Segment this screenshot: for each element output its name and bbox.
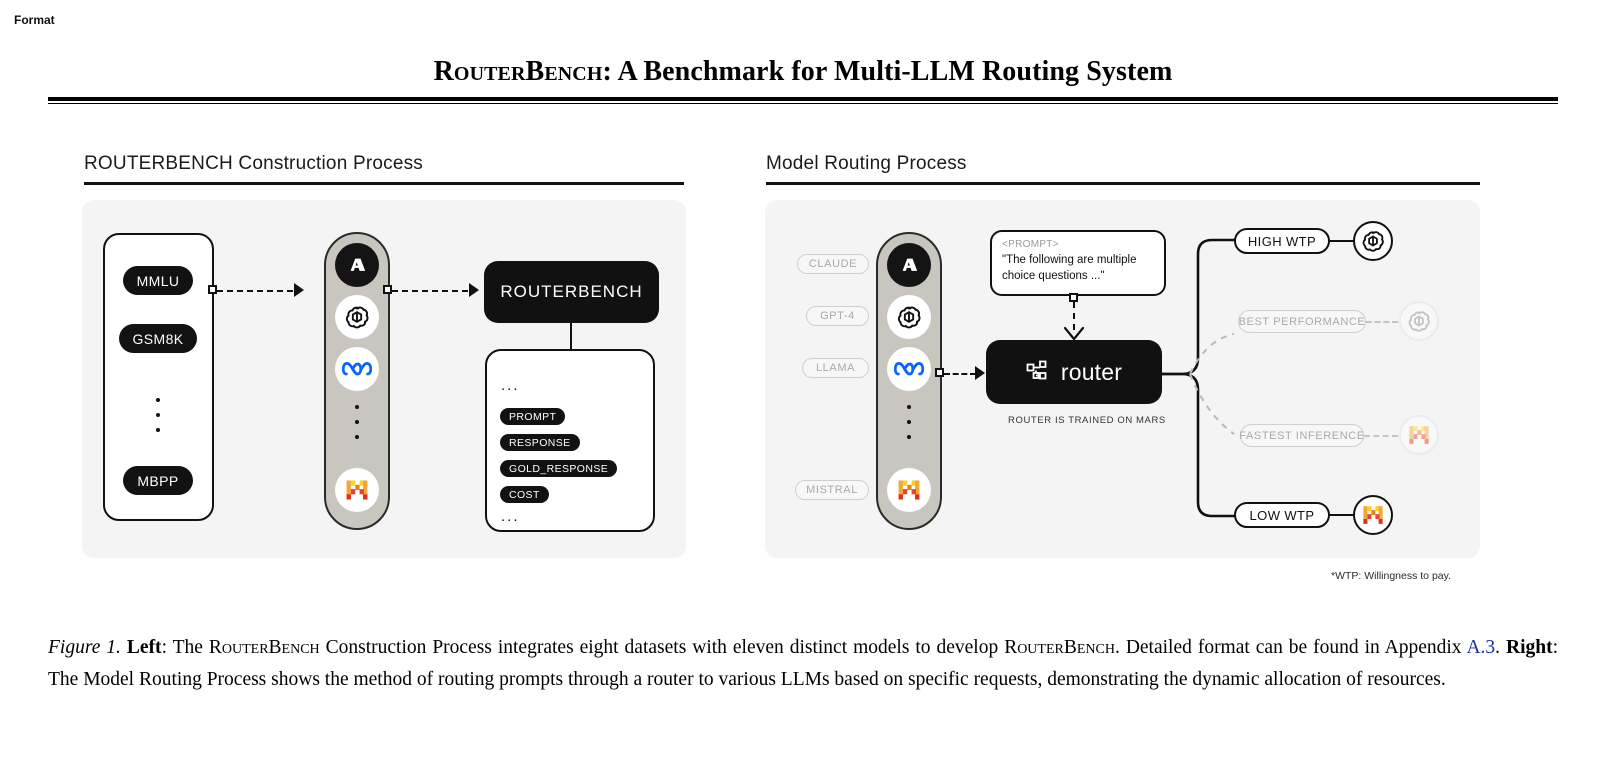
left-panel-divider <box>84 182 684 185</box>
connector-output-to-format <box>570 323 572 350</box>
openai-logo <box>335 295 379 339</box>
right-panel-divider <box>766 182 1480 185</box>
connector-models-to-output <box>392 290 468 292</box>
model-label-llama: LLAMA <box>802 358 869 378</box>
mistral-logo <box>335 468 379 512</box>
title-divider-thick <box>48 97 1558 101</box>
model-label-gpt4: GPT-4 <box>806 306 869 326</box>
caption-sc-1: RouterBench <box>208 637 320 658</box>
connector-node-models-right <box>935 368 944 377</box>
format-top-ellipsis: ... <box>501 377 520 394</box>
format-field-prompt: PROMPT <box>500 408 566 425</box>
title-divider-thin <box>48 103 1558 104</box>
caption-right-text: : The Model Routing Process shows the me… <box>48 637 1559 690</box>
caption-left-label: Left <box>126 637 162 658</box>
page-title-prefix: RouterBench <box>433 56 603 87</box>
openai-logo-high-wtp <box>1353 221 1393 261</box>
router-caption: ROUTER IS TRAINED ON MARS <box>1008 415 1166 426</box>
caption-right-label: Right <box>1506 637 1553 658</box>
dataset-chip-mbpp[interactable]: MBPP <box>123 466 193 495</box>
anthropic-logo-right <box>887 243 931 287</box>
arrow-models-to-output-icon <box>469 283 479 297</box>
format-bottom-ellipsis: ... <box>501 508 520 525</box>
mistral-logo-fastest-inference <box>1399 415 1439 455</box>
meta-logo-right <box>887 347 931 391</box>
figure-label: Figure 1. <box>48 637 121 658</box>
caption-left-text-c: . Detailed format can be found in Append… <box>1114 637 1467 658</box>
routerbench-output-box: ROUTERBENCH <box>484 261 659 323</box>
prompt-bubble: <PROMPT> "The following are multiple cho… <box>990 230 1166 296</box>
caption-left-text-a: : The <box>161 637 209 658</box>
caption-after-link: . <box>1495 637 1506 658</box>
anthropic-logo <box>335 243 379 287</box>
figure-caption: Figure 1. Left: The RouterBench Construc… <box>48 632 1558 695</box>
datasets-ellipsis-icon <box>156 398 160 432</box>
dataset-chip-mmlu[interactable]: MMLU <box>123 266 193 295</box>
branch-pill-fastest-inference[interactable]: FASTEST INFERENCE <box>1239 424 1364 447</box>
mistral-logo-low-wtp <box>1353 495 1393 535</box>
router-branch-lines <box>1160 238 1236 518</box>
wtp-footnote: *WTP: Willingness to pay. <box>1331 570 1452 582</box>
connector-node-datasets <box>208 285 217 294</box>
models-ellipsis-icon <box>355 405 359 439</box>
branch-line-high-wtp <box>1329 240 1355 242</box>
router-label: router <box>1060 358 1123 385</box>
model-label-mistral: MISTRAL <box>795 480 869 500</box>
prompt-tag: <PROMPT> <box>1002 239 1059 250</box>
right-panel-heading: Model Routing Process <box>766 153 967 174</box>
dataset-chip-gsm8k[interactable]: GSM8K <box>119 324 197 353</box>
branch-pill-high-wtp[interactable]: HIGH WTP <box>1234 228 1330 254</box>
connector-node-models <box>383 285 392 294</box>
arrow-prompt-to-router-icon <box>1063 326 1085 341</box>
branch-pill-low-wtp[interactable]: LOW WTP <box>1234 502 1330 528</box>
format-box-title: Format <box>14 13 55 27</box>
format-field-response: RESPONSE <box>500 434 580 451</box>
branch-line-best-performance <box>1366 321 1398 323</box>
caption-left-text-b: Construction Process integrates eight da… <box>319 637 1005 658</box>
appendix-link[interactable]: A.3 <box>1466 637 1496 658</box>
model-label-claude: CLAUDE <box>797 254 869 274</box>
prompt-text: "The following are multiple choice quest… <box>1002 254 1137 282</box>
branch-line-fastest-inference <box>1364 435 1398 437</box>
openai-logo-best-performance <box>1399 301 1439 341</box>
openai-logo-right <box>887 295 931 339</box>
format-field-gold-response: GOLD_RESPONSE <box>500 460 618 477</box>
arrow-datasets-to-models-icon <box>294 283 304 297</box>
caption-sc-2: RouterBench <box>1004 637 1115 658</box>
page-title: RouterBench: A Benchmark for Multi-LLM R… <box>48 56 1558 88</box>
connector-node-prompt <box>1069 293 1078 302</box>
branch-line-low-wtp <box>1329 514 1355 516</box>
mistral-logo-right <box>887 468 931 512</box>
connector-models-to-router <box>944 373 976 375</box>
branch-pill-best-performance[interactable]: BEST PERFORMANCE <box>1238 310 1366 333</box>
arrow-models-to-router-icon <box>975 366 985 380</box>
router-box: router <box>986 340 1162 404</box>
connector-datasets-to-models <box>217 290 293 292</box>
left-panel-heading: ROUTERBENCH Construction Process <box>84 153 423 174</box>
models-ellipsis-right-icon <box>907 405 911 439</box>
network-nodes-icon <box>1026 360 1052 384</box>
page-title-rest: : A Benchmark for Multi-LLM Routing Syst… <box>602 56 1173 87</box>
meta-logo <box>335 347 379 391</box>
connector-prompt-to-router <box>1073 302 1075 330</box>
format-field-cost: COST <box>500 486 549 503</box>
